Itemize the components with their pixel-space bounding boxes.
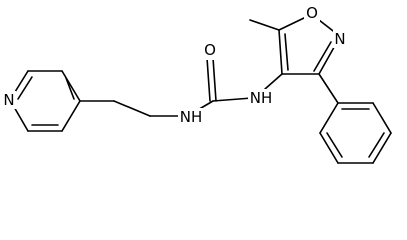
chemical-structure-diagram: N NH O NH O N bbox=[2, 4, 392, 164]
bond-py-c4-c5 bbox=[61, 100, 81, 132]
bond-ph-double-2 bbox=[368, 132, 385, 158]
bond-py-double-1 bbox=[17, 76, 33, 100]
atom-isoxazole-n: N bbox=[334, 30, 345, 48]
atom-isoxazole-o: O bbox=[306, 4, 318, 22]
bond-carbonyl-o-1 bbox=[206, 57, 211, 102]
isoxazole-ring bbox=[249, 17, 338, 75]
bond-carbonyl-o-2 bbox=[212, 57, 217, 102]
atom-urea-nh-left: NH bbox=[180, 108, 203, 126]
bond-nh-c4 bbox=[264, 73, 283, 90]
bond-iso-c5-o bbox=[278, 17, 305, 31]
atom-pyridine-n: N bbox=[3, 91, 14, 109]
bond-ch2-ch2 bbox=[113, 100, 151, 117]
phenyl-ring bbox=[318, 73, 392, 164]
bond-iso-c4-c5-b bbox=[284, 33, 289, 71]
bond-ph-double-3 bbox=[326, 132, 343, 158]
bond-carbonyl-nh bbox=[212, 97, 253, 102]
bond-ph-5 bbox=[319, 132, 339, 164]
bond-c3-phenyl bbox=[318, 73, 339, 104]
bond-ph-6 bbox=[319, 102, 339, 134]
atom-labels: N NH O NH O N bbox=[2, 4, 347, 126]
bond-ph-2 bbox=[372, 102, 392, 134]
bond-iso-n-c3-b bbox=[313, 41, 332, 72]
bond-iso-c4-c5-a bbox=[278, 29, 283, 75]
atom-urea-o: O bbox=[204, 41, 216, 59]
atom-urea-nh-right: NH bbox=[250, 89, 273, 107]
bond-methyl bbox=[249, 19, 280, 31]
pyridine-ring bbox=[9, 70, 81, 132]
bond-py-double-2 bbox=[65, 77, 75, 100]
bond-ph-3 bbox=[372, 132, 392, 164]
bond-py-c3-c4 bbox=[61, 70, 81, 102]
linker-chain bbox=[79, 57, 283, 117]
